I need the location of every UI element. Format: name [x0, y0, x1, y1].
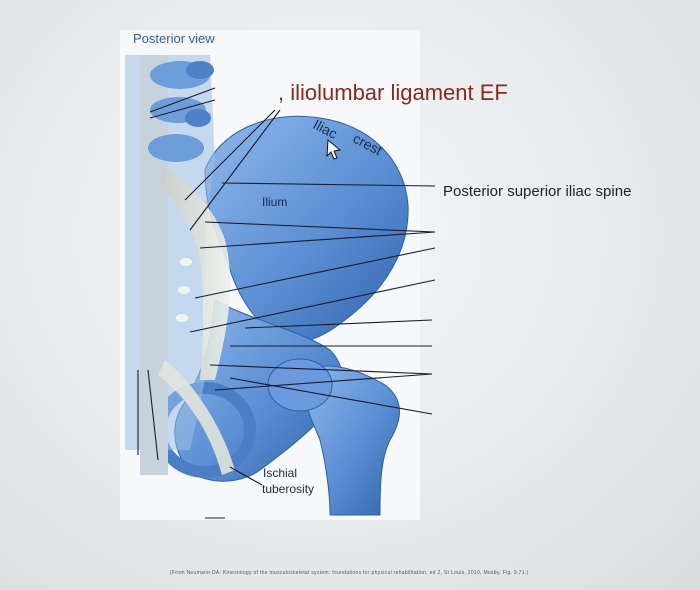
psis-label: Posterior superior iliac spine [443, 183, 632, 200]
ischial-tuberosity-label-line1: Ischial [263, 466, 298, 480]
leader-lines [137, 87, 436, 486]
iliolumbar-ligament-band [160, 165, 231, 380]
view-title: Posterior view [133, 31, 215, 46]
sacrotuberous-ligament-band [158, 360, 235, 475]
spinal-column [140, 55, 168, 475]
ilium-label: Ilium [262, 195, 288, 209]
iliolumbar-ligament-label: , iliolumbar ligament EF [278, 80, 508, 105]
ischial-tuberosity-label-line2: tuberosity [262, 482, 315, 496]
sacral-foramina [176, 258, 192, 322]
cursor-icon [326, 138, 342, 160]
figure-credit: (From Neumann DA: Kinesiology of the mus… [170, 570, 529, 576]
